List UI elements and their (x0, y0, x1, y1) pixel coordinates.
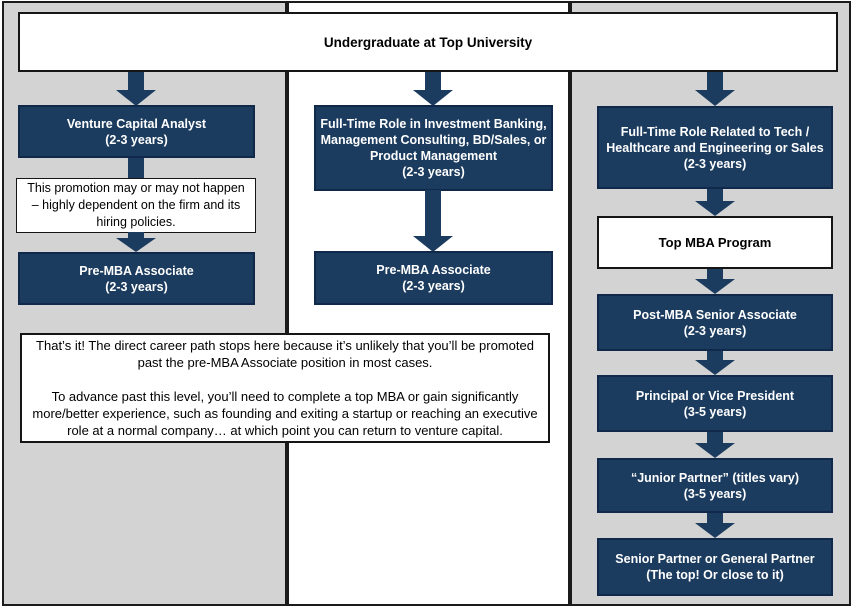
fulltime-role-box: Full-Time Role in Investment Banking, Ma… (314, 105, 553, 191)
top-mba-label: Top MBA Program (658, 235, 772, 250)
junior-partner-subtitle: (3-5 years) (683, 486, 747, 501)
post-mba-subtitle: (2-3 years) (683, 323, 747, 338)
arrow-shaft (128, 158, 144, 179)
post-mba-senior-associate-box: Post-MBA Senior Associate (2-3 years) (597, 294, 833, 351)
callout-paragraph-2: To advance past this level, you’ll need … (32, 389, 538, 438)
callout-paragraph-1: That’s it! The direct career path stops … (36, 338, 534, 370)
promotion-note-text: This promotion may or may not happen – h… (27, 181, 245, 229)
junior-partner-title: “Junior Partner” (titles vary) (630, 470, 800, 485)
post-mba-title: Post-MBA Senior Associate (633, 307, 797, 322)
pre-mba-associate-box-middle: Pre-MBA Associate (2-3 years) (314, 251, 553, 305)
principal-vp-title: Principal or Vice President (635, 388, 795, 403)
pre-mba-associate-title: Pre-MBA Associate (79, 263, 194, 278)
tech-role-title: Full-Time Role Related to Tech / Healthc… (606, 124, 824, 155)
junior-partner-box: “Junior Partner” (titles vary) (3-5 year… (597, 458, 833, 513)
fulltime-role-subtitle: (2-3 years) (402, 165, 465, 179)
pre-mba-associate-box-left: Pre-MBA Associate (2-3 years) (18, 252, 255, 305)
career-stop-callout: That’s it! The direct career path stops … (20, 333, 550, 443)
undergraduate-box-label: Undergraduate at Top University (323, 34, 533, 50)
pre-mba-associate-title: Pre-MBA Associate (376, 263, 491, 277)
tech-role-box: Full-Time Role Related to Tech / Healthc… (597, 106, 833, 189)
undergraduate-box: Undergraduate at Top University (18, 12, 838, 72)
fulltime-role-title: Full-Time Role in Investment Banking, Ma… (320, 117, 547, 163)
principal-vp-box: Principal or Vice President (3-5 years) (597, 375, 833, 432)
senior-partner-subtitle: (The top! Or close to it) (646, 568, 784, 582)
pre-mba-associate-subtitle: (2-3 years) (402, 279, 465, 293)
tech-role-subtitle: (2-3 years) (683, 156, 747, 171)
vc-analyst-subtitle: (2-3 years) (105, 132, 168, 147)
senior-partner-title: Senior Partner or General Partner (615, 552, 815, 566)
vc-analyst-box: Venture Capital Analyst (2-3 years) (18, 105, 255, 158)
top-mba-box: Top MBA Program (597, 216, 833, 269)
senior-partner-box: Senior Partner or General Partner (The t… (597, 538, 833, 596)
pre-mba-associate-subtitle: (2-3 years) (105, 279, 168, 294)
promotion-note-box: This promotion may or may not happen – h… (16, 178, 256, 233)
vc-analyst-title: Venture Capital Analyst (66, 116, 207, 131)
principal-vp-subtitle: (3-5 years) (683, 404, 747, 419)
